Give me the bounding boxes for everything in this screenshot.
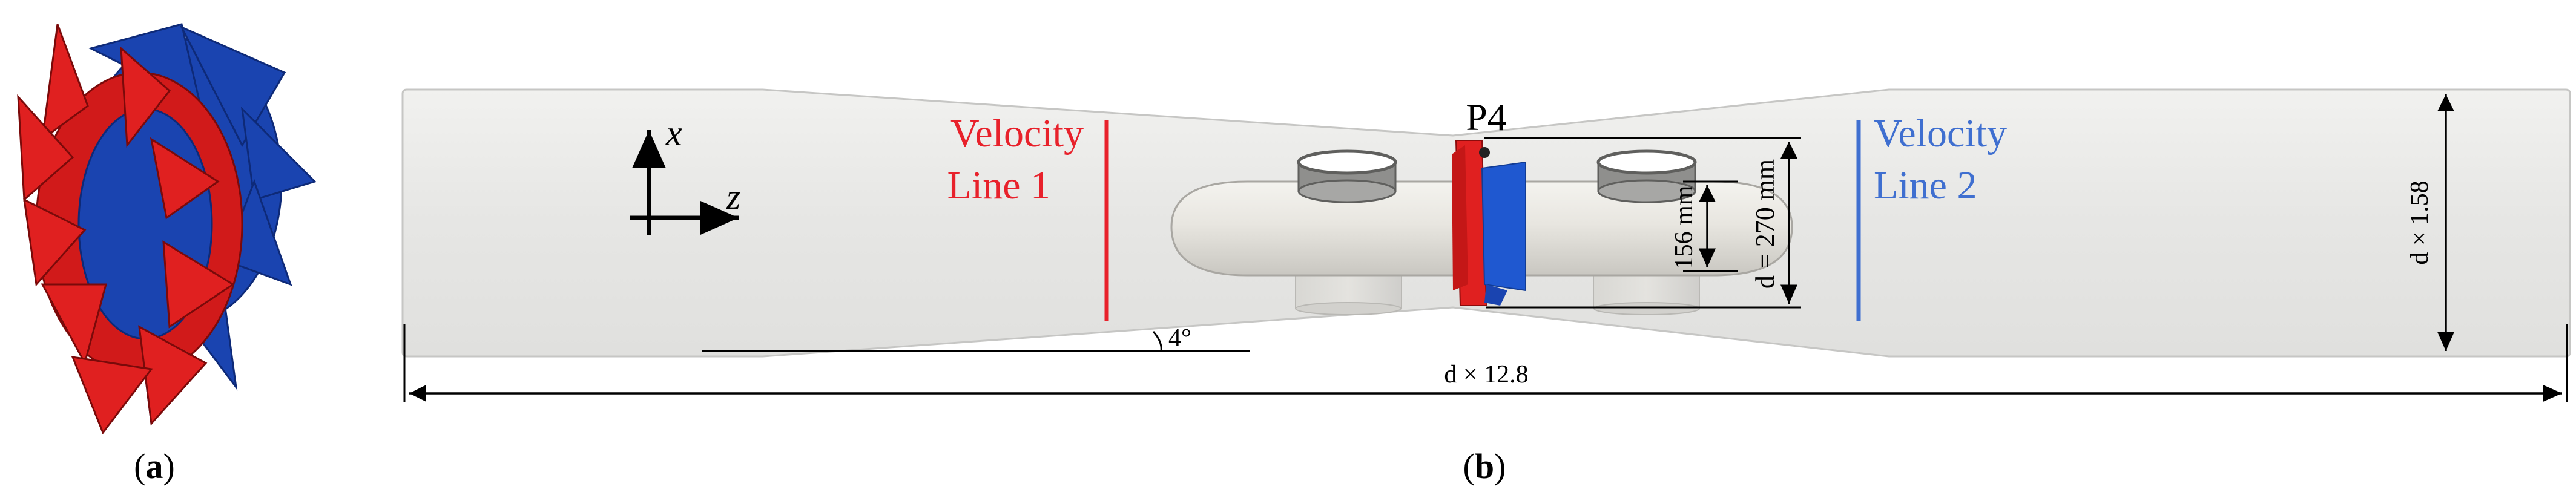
angle-annotation: 4° bbox=[702, 324, 1250, 352]
velocity-line-2-label-bottom: Line 2 bbox=[1874, 163, 1977, 208]
axis-z-label: z bbox=[726, 177, 740, 217]
angle-label: 4° bbox=[1168, 324, 1191, 352]
axis-x-label: x bbox=[665, 113, 682, 153]
ring-right bbox=[1596, 149, 1697, 203]
length-label: d × 12.8 bbox=[1444, 361, 1528, 388]
ring-left bbox=[1297, 149, 1397, 203]
rotor-illustration bbox=[17, 23, 317, 435]
outlet-diameter-label: d × 1.58 bbox=[2406, 180, 2434, 264]
velocity-line-1: Velocity Line 1 bbox=[947, 111, 1109, 321]
probe-label: P4 bbox=[1466, 96, 1507, 139]
hub-diameter-label: 156 mm bbox=[1670, 185, 1698, 269]
velocity-line-1-label-bottom: Line 1 bbox=[947, 163, 1050, 208]
panel-a-label: (a) bbox=[134, 447, 175, 486]
rotor-diameter-dimension: d = 270 mm bbox=[1484, 137, 1801, 309]
red-rotor bbox=[17, 24, 243, 435]
outlet-diameter-dimension: d × 1.58 bbox=[2406, 94, 2454, 351]
axis-indicator: x z bbox=[630, 113, 740, 235]
panel-b-label: (b) bbox=[1463, 447, 1506, 486]
velocity-line-2-label-top: Velocity bbox=[1874, 111, 2007, 156]
hub-diameter-dimension: 156 mm bbox=[1670, 180, 1738, 272]
rotor-diameter-label: d = 270 mm bbox=[1750, 159, 1780, 289]
rotor-in-tube bbox=[1452, 140, 1526, 306]
velocity-line-2: Velocity Line 2 bbox=[1856, 111, 2007, 321]
length-dimension: d × 12.8 bbox=[403, 324, 2568, 402]
velocity-line-1-label-top: Velocity bbox=[950, 111, 1084, 156]
